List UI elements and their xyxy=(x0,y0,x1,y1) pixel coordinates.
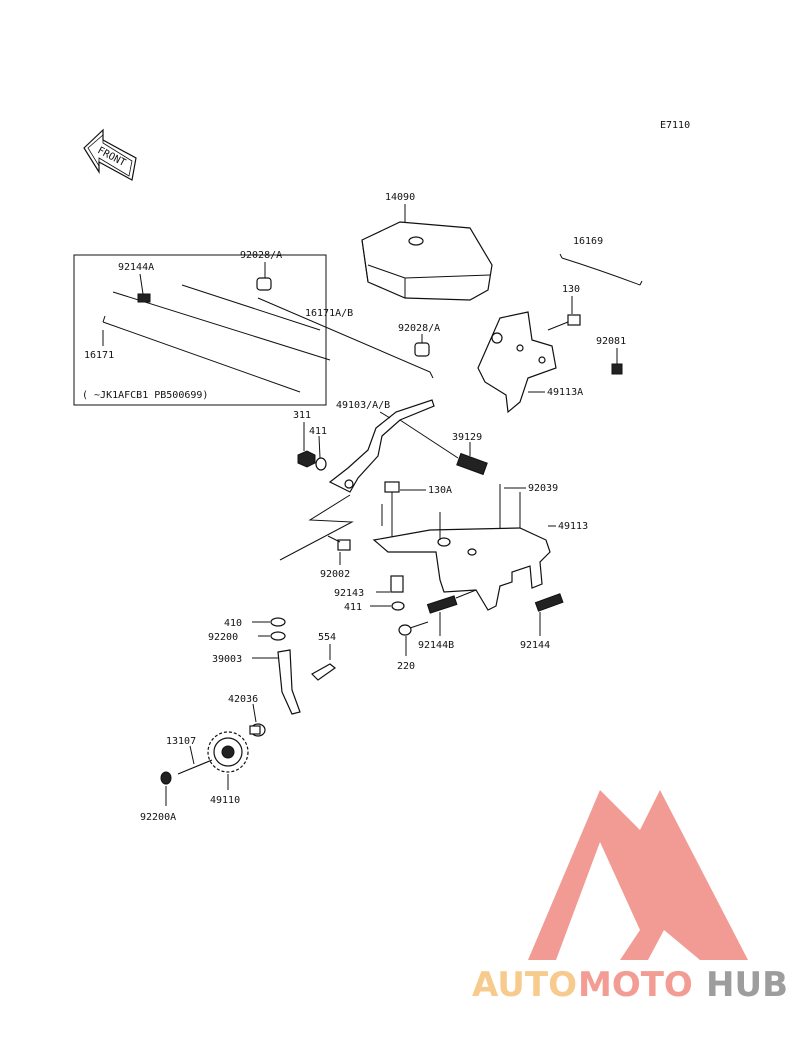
label-92144b: 92144B xyxy=(418,640,454,651)
guide-line xyxy=(279,494,354,561)
label-16169: 16169 xyxy=(573,236,603,247)
automotohub-logo: AUTO MOTO HUB xyxy=(472,790,788,1005)
part-cable-upper xyxy=(112,291,331,361)
label-92200: 92200 xyxy=(208,632,238,643)
label-14090: 14090 xyxy=(385,192,415,203)
label-311: 311 xyxy=(293,410,311,421)
part-311-nut xyxy=(297,450,316,468)
label-92081: 92081 xyxy=(596,336,626,347)
label-411-top: 411 xyxy=(309,426,327,437)
label-39003: 39003 xyxy=(212,654,242,665)
part-92002-bolt xyxy=(327,535,351,551)
part-92200-washer xyxy=(270,631,286,641)
label-92143: 92143 xyxy=(334,588,364,599)
label-554: 554 xyxy=(318,632,336,643)
part-411-washer-top xyxy=(315,457,327,471)
label-130: 130 xyxy=(562,284,580,295)
label-130a: 130A xyxy=(428,485,452,496)
part-220-bolt xyxy=(398,621,429,636)
part-92028a-clip-mid xyxy=(414,342,430,357)
part-92144a-spring xyxy=(137,293,151,303)
part-92081-nut xyxy=(611,363,623,375)
part-49113-bracket xyxy=(372,492,551,611)
label-92002: 92002 xyxy=(320,569,350,580)
label-39129: 39129 xyxy=(452,432,482,443)
part-16169-rod xyxy=(561,257,641,286)
part-410-washer xyxy=(270,617,286,627)
part-411-washer-mid xyxy=(391,601,405,611)
watermark-text-hub: HUB xyxy=(706,965,788,1005)
label-92200a: 92200A xyxy=(140,812,176,823)
part-92143-collar xyxy=(390,575,404,593)
part-39003-link xyxy=(277,649,301,715)
part-92028a-clip-top xyxy=(256,277,272,291)
part-13107-shaft xyxy=(177,759,213,775)
part-49103ab-pedal xyxy=(328,399,435,493)
diagram-code: E7110 xyxy=(660,120,690,131)
part-39129-spring xyxy=(456,452,488,476)
part-92144-spring xyxy=(534,593,564,612)
label-92028a-top: 92028/A xyxy=(240,250,282,261)
part-49113a-bracket xyxy=(477,311,557,414)
label-92028a-mid: 92028/A xyxy=(398,323,440,334)
label-13107: 13107 xyxy=(166,736,196,747)
label-49113: 49113 xyxy=(558,521,588,532)
part-16171-rod xyxy=(102,321,301,393)
label-16171: 16171 xyxy=(84,350,114,361)
label-411-mid: 411 xyxy=(344,602,362,613)
label-49103ab: 49103/A/B xyxy=(336,400,390,411)
label-92039: 92039 xyxy=(528,483,558,494)
serial-note: ( ~JK1AFCB1 PB500699) xyxy=(82,390,208,401)
label-92144: 92144 xyxy=(520,640,550,651)
part-49110-gear xyxy=(207,731,249,773)
watermark-text-auto: AUTO xyxy=(472,965,577,1005)
front-arrow-icon: FRONT xyxy=(83,128,137,181)
part-14090-cover xyxy=(361,221,493,301)
part-92200a-washer xyxy=(160,771,172,785)
watermark-text-moto: MOTO xyxy=(578,965,693,1005)
label-92144a: 92144A xyxy=(118,262,154,273)
part-130-bolt xyxy=(547,314,581,331)
serial-group-box xyxy=(73,254,327,406)
label-49113a: 49113A xyxy=(547,387,583,398)
label-16171ab: 16171A/B xyxy=(305,308,353,319)
part-16171ab-rod xyxy=(257,297,434,379)
label-49110: 49110 xyxy=(210,795,240,806)
part-554-cotter-pin xyxy=(311,663,336,681)
label-220: 220 xyxy=(397,661,415,672)
part-42036-bushing xyxy=(249,723,266,737)
label-42036: 42036 xyxy=(228,694,258,705)
part-92144b-spring xyxy=(426,595,458,614)
label-410: 410 xyxy=(224,618,242,629)
